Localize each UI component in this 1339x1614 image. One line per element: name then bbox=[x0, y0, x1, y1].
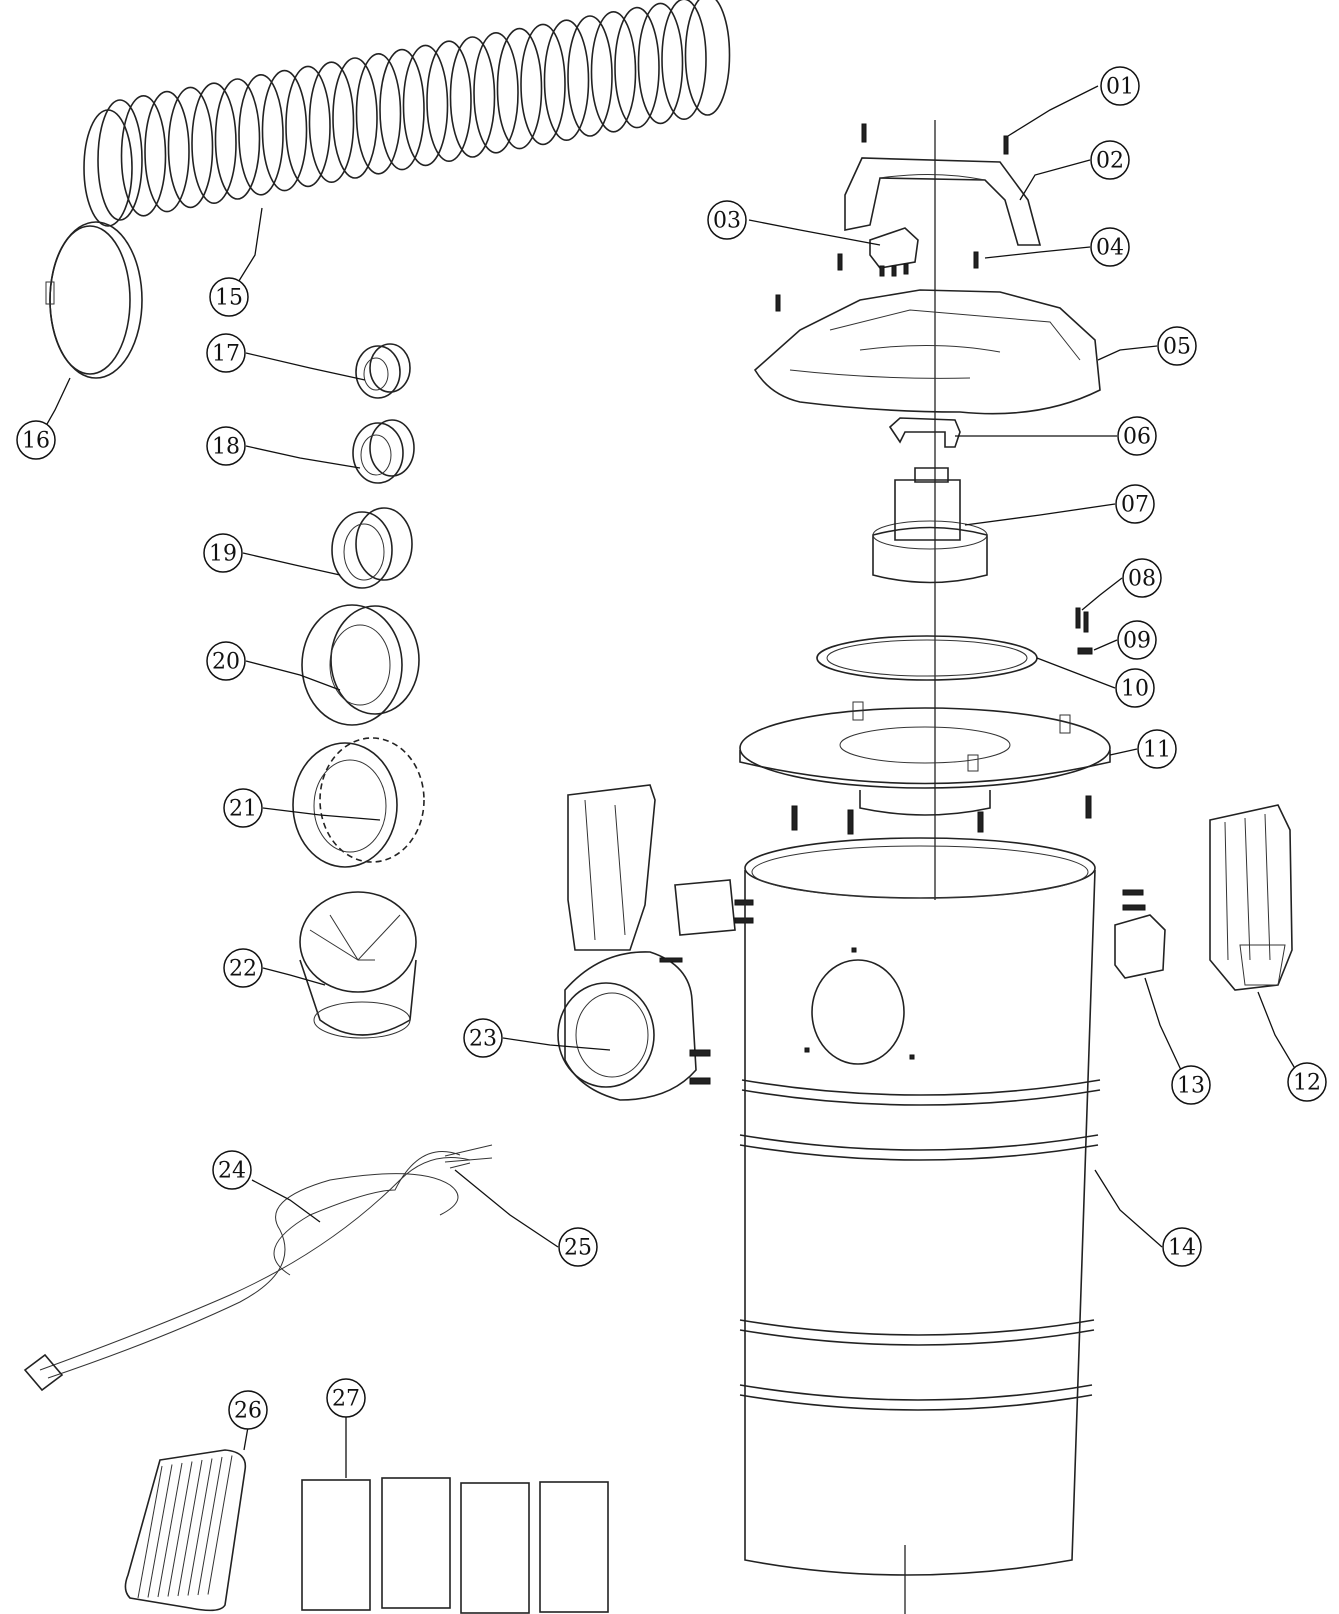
callout-label: 12 bbox=[1293, 1071, 1321, 1096]
part-11-filter-plate bbox=[739, 701, 1111, 816]
callout-label: 03 bbox=[713, 209, 741, 234]
part-13-latch-bracket bbox=[1114, 889, 1166, 979]
part-17-adaptor bbox=[355, 343, 411, 399]
callout-label: 14 bbox=[1168, 1236, 1196, 1261]
callout-label: 27 bbox=[332, 1387, 360, 1412]
callout-16: 16 bbox=[16, 420, 56, 460]
callout-label: 25 bbox=[564, 1236, 592, 1261]
part-06-bracket bbox=[888, 417, 961, 448]
callout-label: 06 bbox=[1123, 425, 1151, 450]
callout-label: 04 bbox=[1096, 236, 1124, 261]
callout-label: 15 bbox=[215, 286, 243, 311]
part-14-tank bbox=[739, 837, 1101, 1576]
part-25-cord-terminals bbox=[444, 1144, 493, 1169]
part-04-screws bbox=[775, 251, 979, 312]
callout-label: 17 bbox=[212, 342, 240, 367]
callout-label: 05 bbox=[1163, 335, 1191, 360]
callout-03: 03 bbox=[707, 200, 747, 240]
part-20-connector bbox=[301, 604, 420, 726]
part-03-switch bbox=[869, 227, 919, 277]
part-27-filter-bags bbox=[301, 1477, 609, 1614]
callout-12: 12 bbox=[1287, 1062, 1327, 1102]
part-05-motor-cover bbox=[753, 289, 1101, 415]
callout-label: 13 bbox=[1177, 1074, 1205, 1099]
callout-26: 26 bbox=[228, 1390, 268, 1430]
callout-label: 26 bbox=[234, 1399, 262, 1424]
callout-21: 21 bbox=[223, 788, 263, 828]
callout-25: 25 bbox=[558, 1227, 598, 1267]
part-24-power-cord bbox=[23, 1151, 471, 1392]
part-01-screws bbox=[861, 123, 1009, 155]
part-26-cartridge-filter bbox=[124, 1449, 247, 1612]
callout-14: 14 bbox=[1162, 1227, 1202, 1267]
callout-01: 01 bbox=[1100, 66, 1140, 106]
part-07-motor bbox=[872, 467, 988, 584]
callout-11: 11 bbox=[1137, 729, 1177, 769]
callout-27: 27 bbox=[326, 1378, 366, 1418]
callout-10: 10 bbox=[1115, 668, 1155, 708]
part-02-handle bbox=[844, 157, 1042, 246]
part-16-clamp-ring bbox=[45, 221, 143, 379]
callout-label: 20 bbox=[212, 650, 240, 675]
callout-label: 19 bbox=[209, 542, 237, 567]
leader-lines bbox=[37, 85, 1304, 1478]
latch-left bbox=[567, 784, 754, 951]
callout-15: 15 bbox=[209, 277, 249, 317]
callout-label: 16 bbox=[22, 429, 50, 454]
part-10-gasket bbox=[816, 635, 1038, 681]
callout-label: 24 bbox=[218, 1159, 246, 1184]
callout-24: 24 bbox=[212, 1150, 252, 1190]
callout-label: 01 bbox=[1106, 75, 1134, 100]
callout-20: 20 bbox=[206, 641, 246, 681]
callout-08: 08 bbox=[1122, 558, 1162, 598]
callout-09: 09 bbox=[1117, 620, 1157, 660]
callout-label: 11 bbox=[1143, 738, 1171, 763]
part-21-toothed-connector bbox=[292, 737, 425, 868]
callout-18: 18 bbox=[206, 426, 246, 466]
part-12-latch bbox=[1209, 804, 1293, 991]
part-09-clip bbox=[1077, 647, 1093, 655]
part-22-valve-connector bbox=[299, 891, 417, 1039]
callout-label: 10 bbox=[1121, 677, 1149, 702]
part-18-adaptor bbox=[352, 419, 415, 484]
part-19-adaptor bbox=[331, 507, 413, 589]
callout-19: 19 bbox=[203, 533, 243, 573]
part-15-hose bbox=[83, 0, 731, 227]
part-23-inlet-housing bbox=[557, 951, 711, 1101]
callout-label: 09 bbox=[1123, 629, 1151, 654]
part-08-screws bbox=[1075, 607, 1089, 633]
callout-17: 17 bbox=[206, 333, 246, 373]
callout-04: 04 bbox=[1090, 227, 1130, 267]
callout-05: 05 bbox=[1157, 326, 1197, 366]
callout-label: 23 bbox=[469, 1027, 497, 1052]
callout-label: 22 bbox=[229, 957, 257, 982]
callout-label: 07 bbox=[1121, 493, 1149, 518]
callout-label: 18 bbox=[212, 435, 240, 460]
callout-label: 02 bbox=[1096, 149, 1124, 174]
callout-13: 13 bbox=[1171, 1065, 1211, 1105]
callout-07: 07 bbox=[1115, 484, 1155, 524]
callout-22: 22 bbox=[223, 948, 263, 988]
callout-label: 21 bbox=[229, 797, 257, 822]
callout-label: 08 bbox=[1128, 567, 1156, 592]
callout-23: 23 bbox=[463, 1018, 503, 1058]
callout-02: 02 bbox=[1090, 140, 1130, 180]
callout-06: 06 bbox=[1117, 416, 1157, 456]
callout-badges: 01 02 03 04 05 06 07 08 09 10 11 12 13 14 15 16 17 18 19 20… bbox=[16, 66, 1327, 1430]
plate-screws bbox=[791, 795, 1092, 835]
